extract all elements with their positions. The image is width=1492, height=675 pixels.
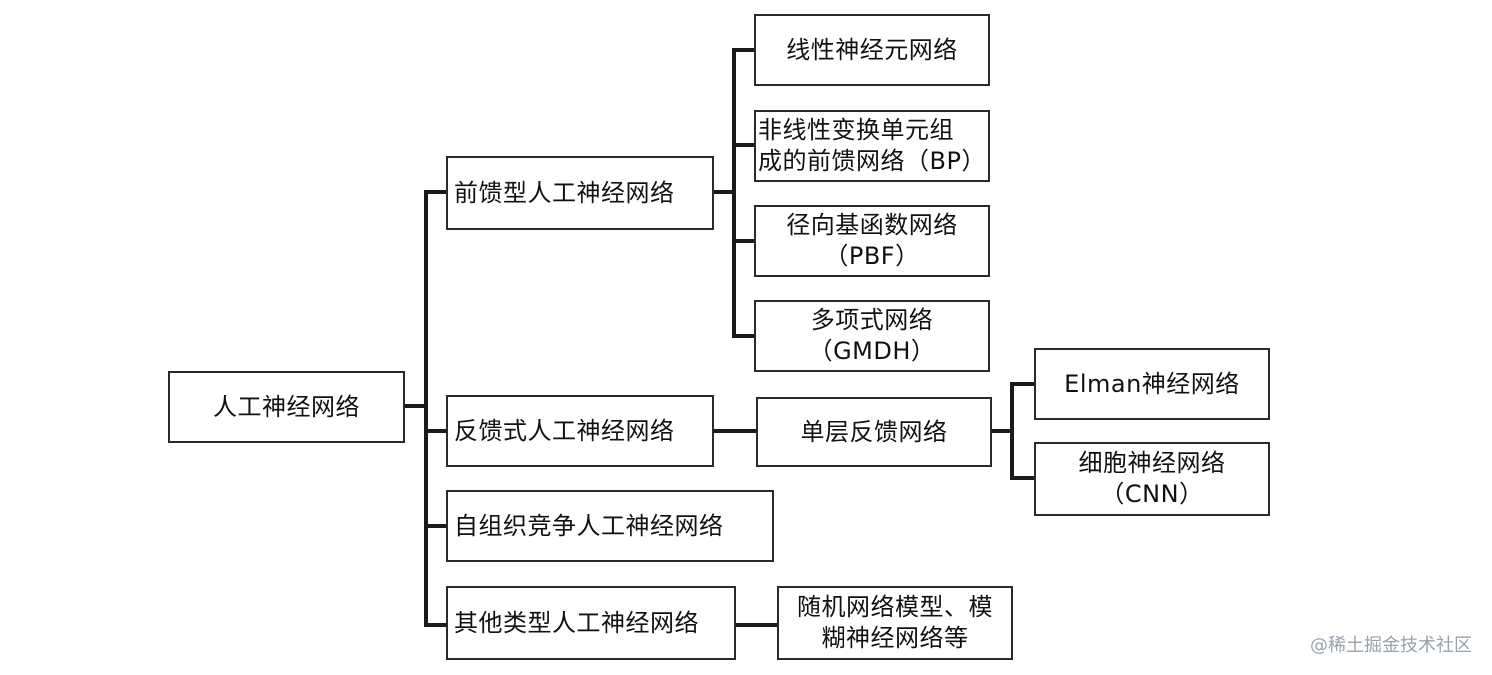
root-node: 人工神经网络 <box>168 371 405 443</box>
single-layer-feedback-node: 单层反馈网络 <box>756 397 992 467</box>
radial-basis-network-node: 径向基函数网络 （PBF） <box>754 205 990 277</box>
connector-linear-horizontal <box>732 48 756 52</box>
connector-feedback-to-single-layer <box>712 429 758 433</box>
connector-rbf-horizontal <box>732 239 756 243</box>
feedforward-node: 前馈型人工神经网络 <box>446 156 714 230</box>
gmdh-network-node: 多项式网络 （GMDH） <box>754 300 990 372</box>
self-organizing-node: 自组织竞争人工神经网络 <box>446 490 774 562</box>
connector-feedforward-horizontal <box>424 190 448 194</box>
connector-cnn-horizontal <box>1010 476 1036 480</box>
connector-gmdh-horizontal <box>732 334 756 338</box>
connector-root-horizontal <box>403 404 427 408</box>
watermark-text: @稀土掘金技术社区 <box>1310 635 1472 656</box>
connector-single-layer-out <box>990 429 1014 433</box>
other-node: 其他类型人工神经网络 <box>446 586 736 660</box>
elman-network-node: Elman神经网络 <box>1034 348 1270 420</box>
connector-feedback-horizontal <box>424 429 448 433</box>
connector-feedforward-out <box>712 190 736 194</box>
connector-feedback-children-vertical <box>1010 382 1014 480</box>
connector-self-organizing-horizontal <box>424 524 448 528</box>
connector-feedforward-vertical <box>732 48 736 338</box>
connector-bp-horizontal <box>732 143 756 147</box>
bp-network-node: 非线性变换单元组 成的前馈网络（BP） <box>754 110 990 182</box>
connector-elman-horizontal <box>1010 382 1036 386</box>
random-fuzzy-network-node: 随机网络模型、模 糊神经网络等 <box>777 586 1013 660</box>
cnn-network-node: 细胞神经网络 （CNN） <box>1034 442 1270 516</box>
connector-other-horizontal <box>424 623 448 627</box>
connector-level1-vertical <box>424 190 428 627</box>
connector-other-to-child <box>734 623 779 627</box>
feedback-node: 反馈式人工神经网络 <box>446 395 714 467</box>
linear-neuron-network-node: 线性神经元网络 <box>754 14 990 86</box>
